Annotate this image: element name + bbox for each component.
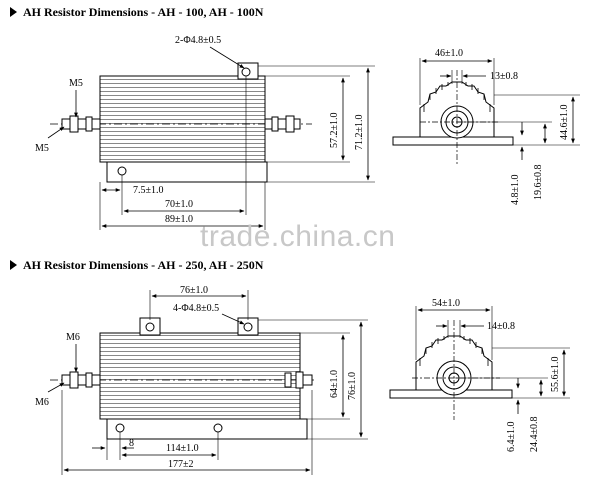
end-dim-height: 55.6±1.0	[550, 357, 561, 393]
hole-label: 4-Φ4.8±0.5	[173, 303, 219, 314]
base-plate	[392, 136, 514, 146]
end-dim-fin: 14±0.8	[487, 321, 515, 332]
end-dim-width: 54±1.0	[432, 298, 460, 309]
dim-hole-offset: 7.5±1.0	[133, 185, 164, 196]
thread-bottom-label: M5	[35, 143, 49, 154]
dim-length: 89±1.0	[165, 214, 193, 225]
end-dim-height: 44.6±1.0	[559, 105, 570, 141]
dim-body-height: 57.2±1.0	[329, 113, 340, 149]
dim-body-height: 64±1.0	[329, 370, 340, 398]
dim-top-holes: 76±1.0	[180, 285, 208, 296]
end-dim-base: 4.8±1.0	[510, 175, 521, 206]
watermark: trade.china.cn	[200, 220, 396, 253]
left-terminal	[61, 118, 101, 130]
end-dim-center: 19.6±0.8	[533, 165, 544, 201]
dim-hole-offset: 8	[129, 438, 134, 449]
hole-label: 2-Φ4.8±0.5	[175, 35, 221, 46]
section1-end-view: 46±1.0 13±0.8 44.6±1.0 4.8±1.0 19.6±0.8	[392, 48, 580, 206]
mounting-flange	[106, 418, 308, 440]
section2-heading-text: AH Resistor Dimensions - AH - 250, AH - …	[23, 258, 264, 272]
dim-length: 177±2	[168, 459, 194, 470]
thread-top-label: M5	[69, 78, 83, 89]
mounting-hole	[145, 322, 155, 332]
dim-total-height: 71.2±1.0	[354, 115, 365, 151]
triangle-bullet-icon	[10, 260, 17, 270]
section2-side-view: M6 M6 76±1.0 4-Φ4.8±0.5 64±1.0 76±1.0 8 …	[35, 285, 368, 475]
resistor-body	[99, 332, 301, 420]
mounting-hole	[115, 423, 125, 433]
end-dim-width: 46±1.0	[435, 48, 463, 59]
section1-side-view: M5 M5 2-Φ4.8±0.5 57.2±1.0 71.2±1.0 7.5±1…	[35, 35, 375, 230]
resistor-body	[99, 75, 266, 163]
section2-end-view: 54±1.0 14±0.8 55.6±1.0 6.4±1.0 24.4±0.8	[389, 298, 570, 453]
mounting-hole	[241, 67, 251, 77]
mounting-hole	[117, 166, 127, 176]
dim-hole-span: 114±1.0	[166, 443, 199, 454]
thread-top-label: M6	[66, 332, 80, 343]
end-dim-center: 24.4±0.8	[529, 417, 540, 453]
left-terminal	[61, 374, 101, 386]
section1-heading: AH Resistor Dimensions - AH - 100, AH - …	[10, 5, 263, 20]
section1-heading-text: AH Resistor Dimensions - AH - 100, AH - …	[23, 5, 264, 19]
mounting-hole	[243, 322, 253, 332]
right-terminal	[264, 118, 301, 130]
mounting-hole	[213, 423, 223, 433]
triangle-bullet-icon	[10, 7, 17, 17]
end-dim-base: 6.4±1.0	[506, 422, 517, 453]
section2-heading: AH Resistor Dimensions - AH - 250, AH - …	[10, 258, 263, 273]
mounting-flange	[106, 161, 268, 183]
dim-hole-span: 70±1.0	[165, 199, 193, 210]
dim-total-height: 76±1.0	[347, 372, 358, 400]
thread-bottom-label: M6	[35, 397, 49, 408]
end-dim-fin: 13±0.8	[490, 71, 518, 82]
